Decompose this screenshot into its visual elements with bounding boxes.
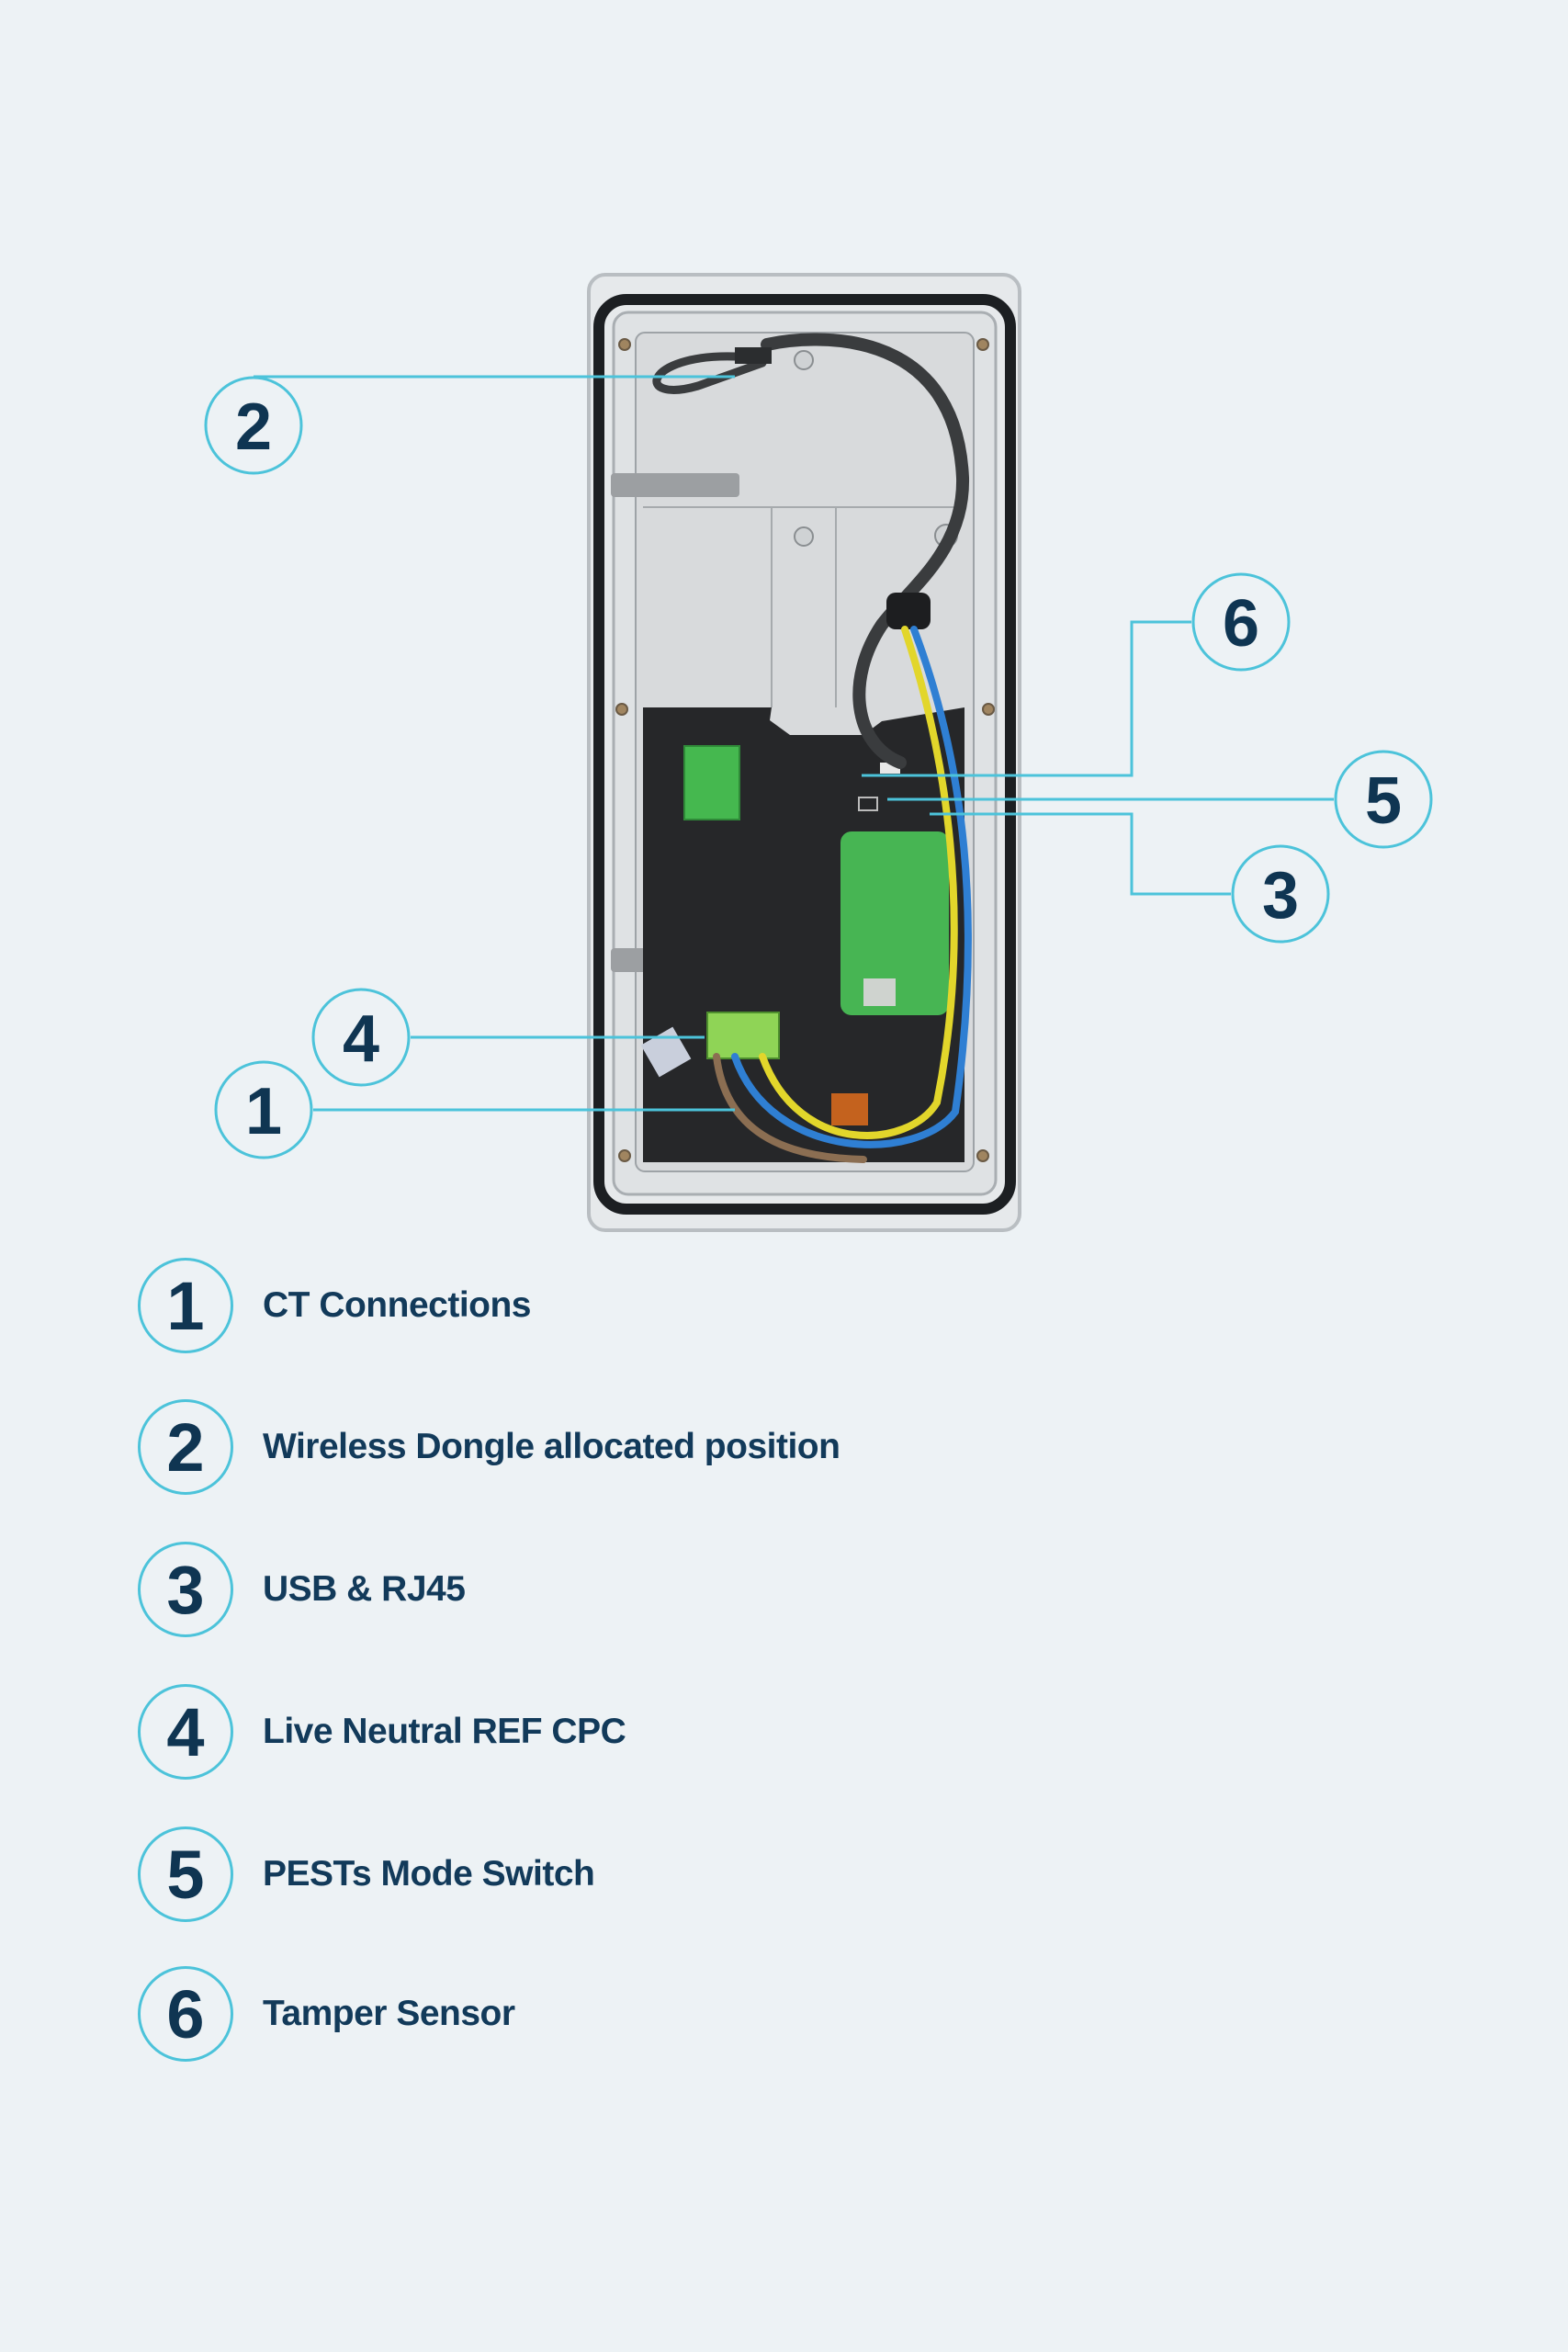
legend-label: USB & RJ45 <box>263 1569 466 1609</box>
legend-item-ct-connections: 1 CT Connections <box>138 1255 532 1356</box>
legend-label: CT Connections <box>263 1285 532 1325</box>
legend-item-tamper-sensor: 6 Tamper Sensor <box>138 1963 515 2064</box>
legend-number: 3 <box>138 1542 233 1637</box>
legend-label: Tamper Sensor <box>263 1994 515 2033</box>
svg-text:5: 5 <box>1365 764 1402 838</box>
legend-item-usb-rj45: 3 USB & RJ45 <box>138 1539 466 1640</box>
legend-number: 4 <box>138 1684 233 1780</box>
callout-1: 1 <box>214 1060 313 1159</box>
legend-number: 2 <box>138 1399 233 1495</box>
callout-5: 5 <box>1334 750 1433 849</box>
cables <box>652 333 972 1163</box>
legend-label: Live Neutral REF CPC <box>263 1712 626 1751</box>
svg-text:3: 3 <box>1262 859 1299 933</box>
svg-text:1: 1 <box>245 1075 282 1148</box>
callout-4: 4 <box>311 988 411 1087</box>
legend-item-wireless-dongle: 2 Wireless Dongle allocated position <box>138 1396 840 1498</box>
svg-text:2: 2 <box>235 390 272 464</box>
legend-number: 6 <box>138 1966 233 2062</box>
charger-internal-diagram: 2 6 5 3 4 1 <box>204 273 1433 1232</box>
svg-text:6: 6 <box>1223 587 1259 661</box>
svg-text:4: 4 <box>343 1002 379 1076</box>
legend-label: Wireless Dongle allocated position <box>263 1427 840 1466</box>
callout-lines <box>254 375 1334 1112</box>
callout-3: 3 <box>1231 844 1330 944</box>
legend-number: 1 <box>138 1258 233 1353</box>
terminal-block-ct <box>683 745 740 820</box>
legend-number: 5 <box>138 1826 233 1922</box>
comms-board <box>840 831 949 1015</box>
legend-item-live-neutral: 4 Live Neutral REF CPC <box>138 1681 626 1782</box>
legend-item-pests-mode-switch: 5 PESTs Mode Switch <box>138 1824 595 1925</box>
circuit-board <box>640 707 964 1162</box>
callout-2: 2 <box>204 376 303 475</box>
legend-label: PESTs Mode Switch <box>263 1854 595 1894</box>
callout-6: 6 <box>1191 572 1291 672</box>
terminal-block-power <box>706 1012 780 1059</box>
